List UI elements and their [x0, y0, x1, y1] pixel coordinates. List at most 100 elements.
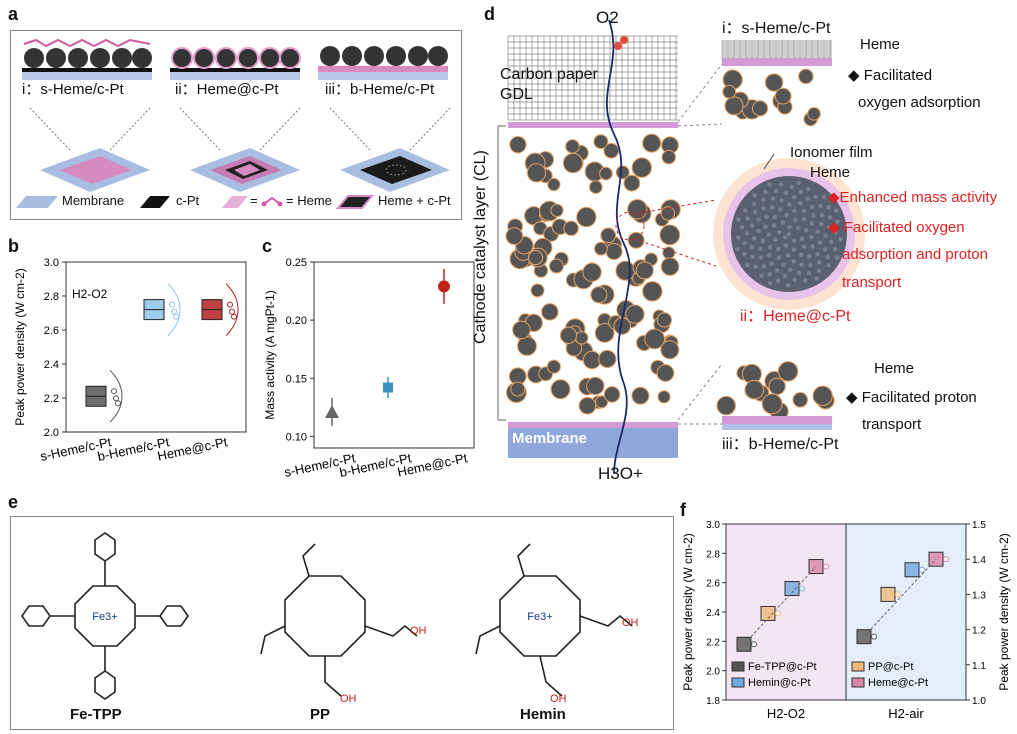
inset-ii-text3: adsorption and proton [842, 246, 988, 263]
catalyst-particle [576, 206, 597, 228]
chart-b-ytick-label: 3.0 [44, 257, 59, 269]
catalyst-particle [563, 220, 579, 237]
sphere-atom [819, 221, 824, 227]
catalyst-particle [798, 68, 814, 85]
chart-f-ytick-right-label: 1.4 [972, 555, 986, 566]
membrane-block [508, 428, 678, 458]
sphere-atom [791, 238, 797, 243]
chart-b-ylabel: Peak power density (W cm-2) [13, 268, 27, 425]
catalyst-particle [512, 320, 531, 340]
sphere-atom [792, 277, 797, 282]
sphere-atom [796, 270, 802, 275]
sphere-atom [798, 252, 804, 258]
legend-membrane: Membrane [62, 193, 125, 208]
label-i: i：s-Heme/c-Pt [22, 81, 124, 98]
o2-label: O2 [596, 8, 619, 27]
sphere-atom [745, 262, 750, 268]
panel-letter-e: e [8, 492, 19, 512]
chart-b-ytick-label: 2.8 [44, 291, 59, 303]
catalyst-particle [615, 260, 636, 281]
catalyst-particle [656, 364, 675, 382]
sphere-atom [806, 186, 811, 192]
sphere-atom [761, 264, 766, 269]
sphere-atom [773, 188, 779, 194]
inset-i [721, 40, 832, 127]
sphere-atom [760, 238, 766, 244]
sphere-atom [745, 216, 750, 221]
cl-label: Cathode catalyst layer (CL) [472, 150, 489, 344]
sphere-atom [809, 234, 814, 240]
panel-letter-b: b [8, 236, 19, 256]
catalyst-particle [517, 336, 537, 356]
chart-f-group-h2o2: H2-O2 [767, 706, 805, 721]
catalyst-particle [586, 376, 605, 396]
catalyst-particle [661, 149, 677, 165]
catalyst-clusters [505, 133, 681, 415]
catalyst-particle [559, 326, 578, 344]
sphere-atom [834, 208, 839, 213]
sphere-atom [763, 224, 768, 229]
chart-f-trend-h2o2 [743, 566, 817, 645]
chart-f-trend-h2air [863, 558, 937, 637]
chart-f-point-h2air [919, 566, 925, 573]
sphere-atom [772, 214, 778, 220]
catalyst-particle [660, 340, 680, 360]
label-iii: iii：b-Heme/c-Pt [325, 81, 435, 98]
electrode-ii [170, 47, 301, 80]
sphere-atom [761, 206, 766, 211]
sphere-atom [793, 217, 798, 223]
catalyst-particle [752, 100, 769, 117]
inset-ii-text2: ◆ Facilitated oxygen [828, 219, 965, 236]
catalyst-particle [546, 359, 561, 374]
catalyst-particle [774, 87, 792, 105]
catalyst-particle [603, 386, 621, 403]
catalyst-particle [548, 258, 564, 274]
sphere-atom [742, 251, 747, 257]
catalyst-particle [625, 304, 645, 324]
sphere-atom [749, 223, 755, 228]
chart-f-ylabel-right: Peak power density (W cm-2) [997, 533, 1011, 690]
chart-f-box-h2o2 [784, 581, 800, 597]
chart-f-ytick-right-label: 1.2 [972, 626, 986, 637]
chart-f-point-h2air [895, 591, 901, 598]
transport-path [605, 19, 631, 475]
catalyst-particle [562, 152, 584, 174]
sphere-atom [808, 262, 813, 268]
sphere-atom [750, 254, 755, 260]
sphere-atom [736, 235, 741, 240]
sphere-atom [815, 251, 820, 257]
panel-a-frame [10, 30, 462, 220]
chart-f-ytick-left-label: 2.2 [706, 637, 720, 648]
gdl-label: GDL [500, 86, 533, 103]
catalyst-particle [659, 224, 681, 246]
chart-f-ytick-right-label: 1.5 [972, 520, 986, 531]
chart-b-frame [65, 261, 247, 433]
sphere-atom [826, 204, 831, 210]
inset-iii-text2: transport [862, 416, 922, 433]
chart-c-ylabel: Mass activity (A mgPt-1) [263, 290, 277, 419]
sphere-atom [777, 230, 782, 235]
sphere-atom [827, 215, 833, 220]
sphere-atom [769, 205, 775, 210]
chart-b-dist [225, 283, 239, 336]
chart-b-point [115, 400, 121, 407]
cpt-strip [22, 68, 152, 72]
panel-letter-c: c [262, 236, 273, 256]
chart-b-point [227, 301, 233, 308]
sphere-atom [770, 196, 776, 201]
sphere-atom [783, 235, 788, 240]
sphere-atom [782, 274, 788, 279]
sphere-atom [787, 224, 792, 230]
sphere-atom [767, 182, 772, 187]
inset-i-text2: oxygen adsorption [858, 94, 981, 111]
chart-f-point-h2o2 [823, 563, 829, 570]
sphere-atom [753, 264, 758, 269]
chart-f-ytick-left-label: 2.4 [706, 608, 720, 619]
sphere-atom [775, 278, 781, 283]
chart-f-ytick-left-label: 2.0 [706, 667, 720, 678]
sphere-atom [772, 223, 777, 228]
mea-ii [190, 148, 300, 192]
chart-f-ytick-left-label: 3.0 [706, 520, 720, 531]
chart-f-ytick-left-label: 1.8 [706, 696, 720, 707]
